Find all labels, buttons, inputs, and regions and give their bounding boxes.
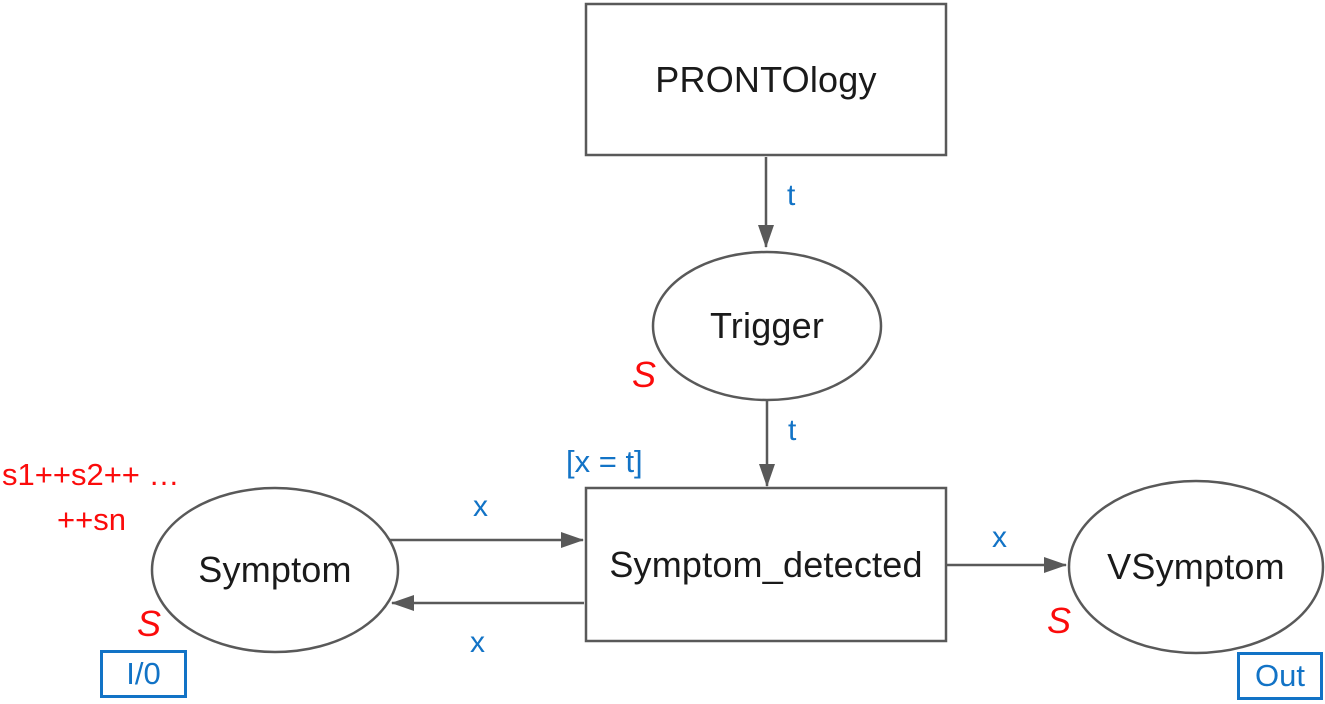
initial-marking-line1: s1++s2++ …: [2, 457, 180, 492]
arc-label-x-detected-to-vsymptom: x: [992, 521, 1007, 554]
colorset-s-vsymptom: S: [1047, 600, 1072, 641]
symptom-detected-label: Symptom_detected: [609, 543, 923, 585]
symptom-ellipse: [150, 486, 400, 654]
arc-label-t-trigger-detected: t: [788, 414, 797, 447]
arc-label-x-symptom-to-detected: x: [473, 490, 488, 523]
initial-marking-line2: ++sn: [57, 502, 126, 537]
port-tag-io-label: I/0: [126, 656, 161, 691]
colorset-s-trigger: S: [632, 354, 657, 395]
symptom-label: Symptom: [198, 549, 352, 590]
colorset-s-symptom: S: [137, 603, 162, 644]
vsymptom-ellipse: [1067, 479, 1325, 655]
arc-label-x-detected-to-symptom: x: [470, 626, 485, 659]
arc-label-t-prontology-trigger: t: [787, 179, 796, 212]
trigger-label: Trigger: [709, 305, 825, 346]
port-tag-out: Out: [1237, 652, 1323, 700]
port-tag-io: I/0: [100, 650, 187, 698]
guard-annotation: [x = t]: [566, 444, 643, 479]
symptom-detected-box: [584, 486, 948, 643]
trigger-ellipse: [651, 250, 883, 402]
prontology-box: [584, 2, 948, 157]
port-tag-out-label: Out: [1255, 658, 1305, 693]
vsymptom-label: VSymptom: [1107, 546, 1285, 587]
prontology-label: PRONTOlogy: [655, 58, 877, 100]
